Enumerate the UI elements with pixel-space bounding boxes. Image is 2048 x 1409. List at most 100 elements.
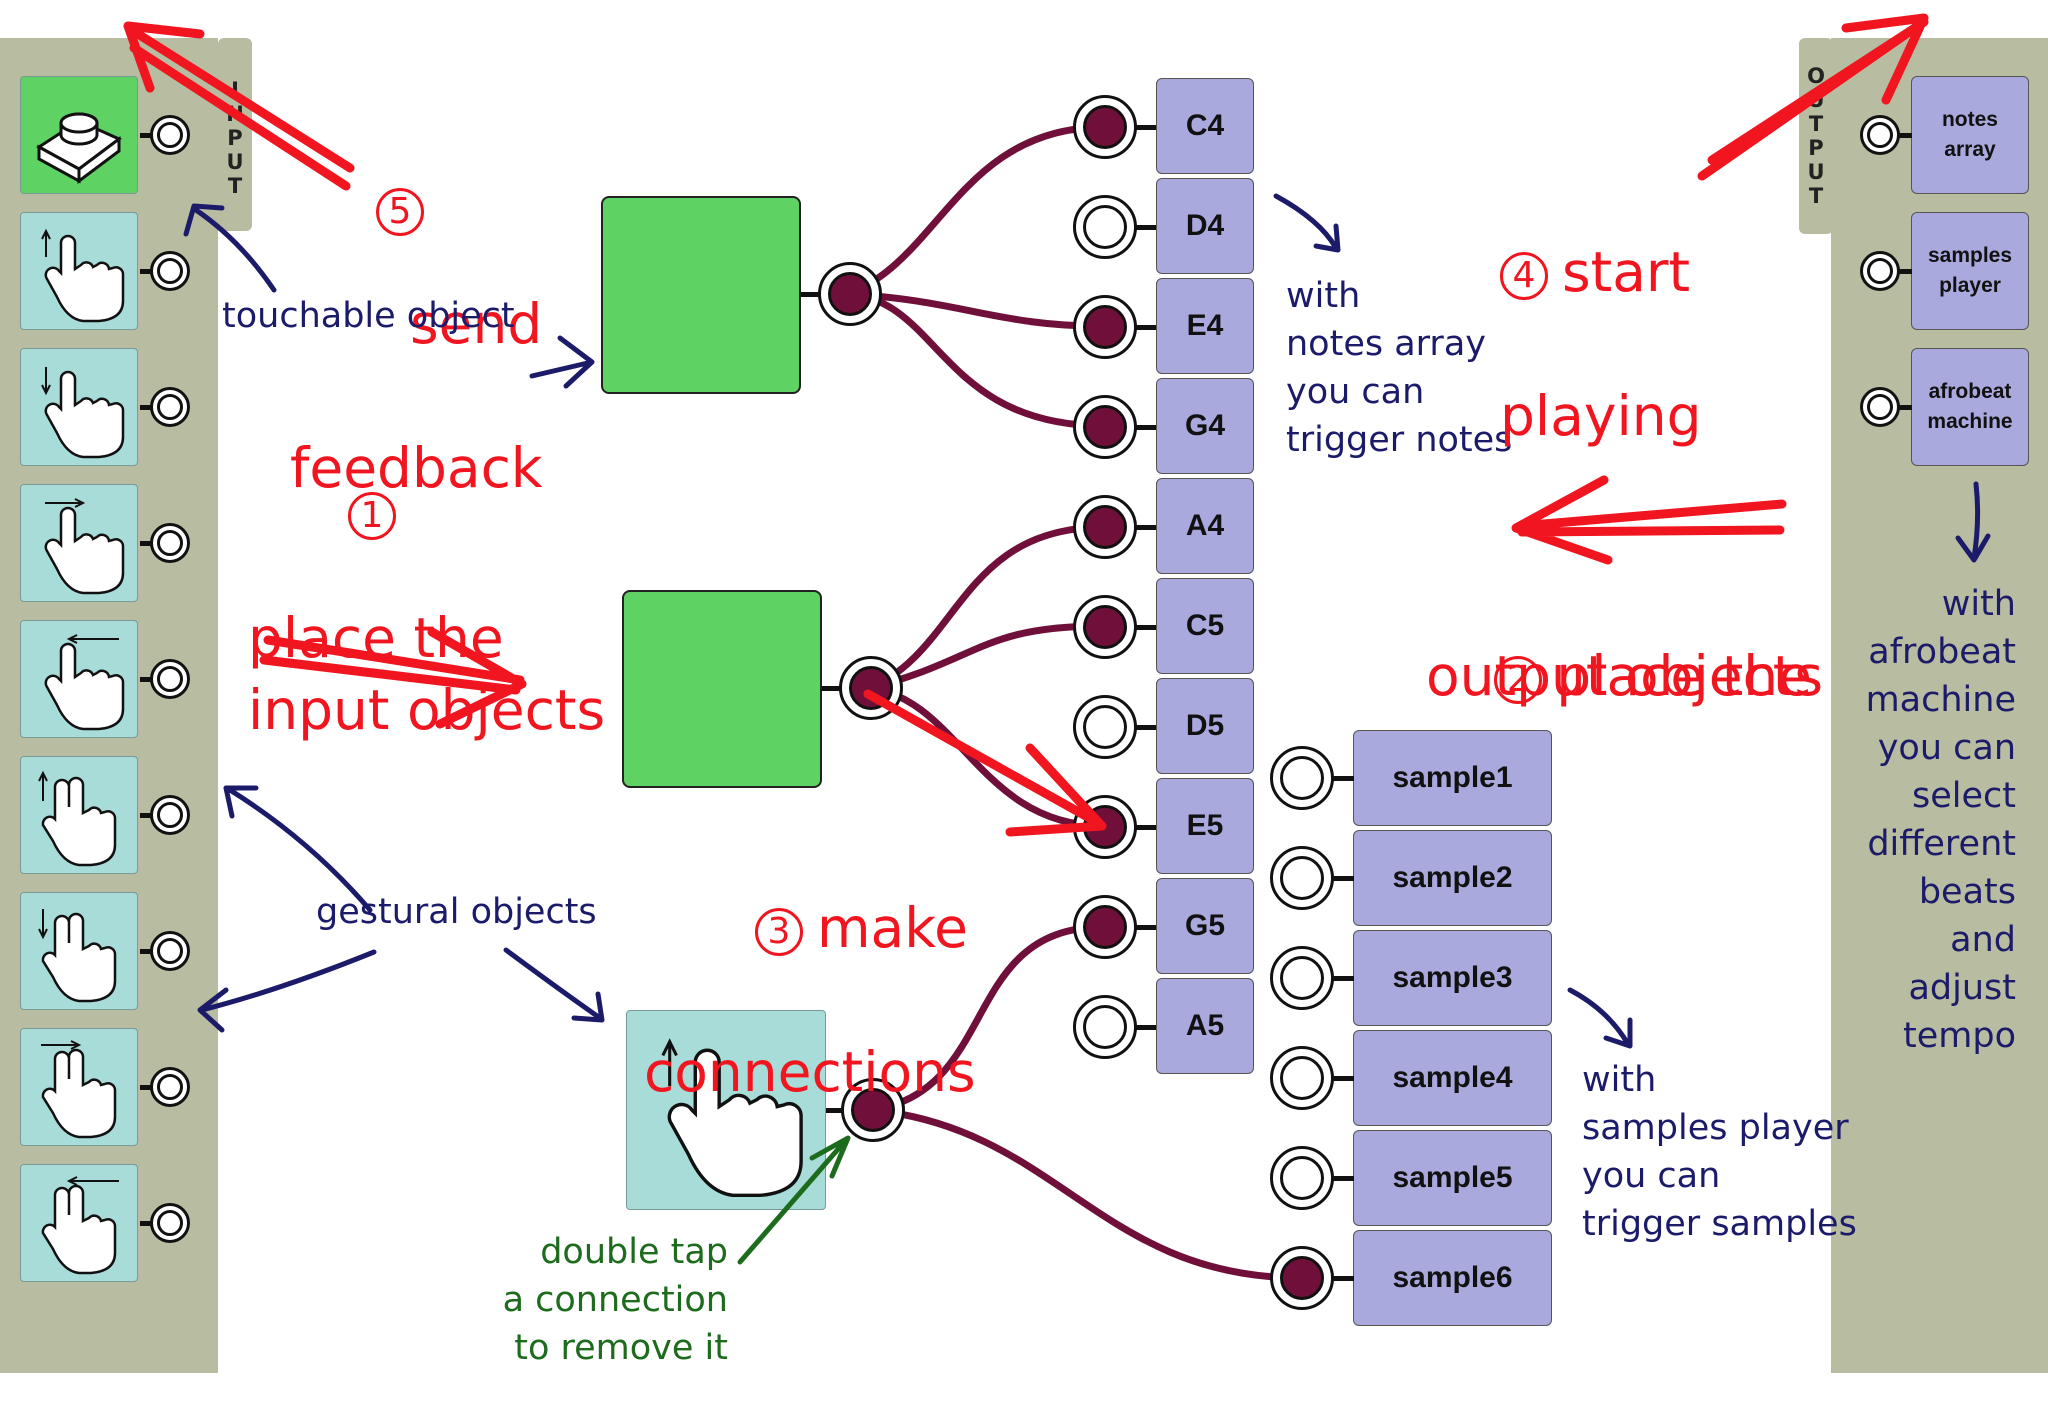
tab-letter: T (1808, 112, 1824, 136)
sample-input-port[interactable] (1270, 746, 1334, 810)
port-stub (140, 1221, 152, 1226)
note-key[interactable]: D5 (1156, 678, 1254, 774)
palette-notes-array[interactable]: notes array (1911, 76, 2029, 194)
wire (866, 622, 1108, 692)
swipe-up-two-fingers-icon (38, 770, 117, 867)
note-key[interactable]: G5 (1156, 878, 1254, 974)
input-port[interactable] (150, 931, 190, 971)
step4-line1: start (1562, 240, 1691, 304)
note-key[interactable]: D4 (1156, 178, 1254, 274)
gestural-object[interactable] (626, 1010, 826, 1210)
navy-arrow-gesture-up (223, 785, 373, 913)
note-key[interactable]: A4 (1156, 478, 1254, 574)
input-port[interactable] (150, 251, 190, 291)
sample-input-port[interactable] (1270, 846, 1334, 910)
sample-pad[interactable]: sample5 (1353, 1130, 1552, 1226)
port-stub (140, 133, 152, 138)
wire (844, 290, 1108, 330)
sample-pad[interactable]: sample2 (1353, 830, 1552, 926)
port-stub (1130, 825, 1156, 830)
swipe-up-one-finger-icon (661, 1038, 803, 1198)
note-key[interactable]: A5 (1156, 978, 1254, 1074)
note-input-port[interactable] (1073, 95, 1137, 159)
swipe-left-two-fingers-icon (41, 1176, 119, 1275)
note-key[interactable]: E4 (1156, 278, 1254, 374)
palette-afrobeat-machine[interactable]: afrobeat machine (1911, 348, 2029, 466)
note-input-port[interactable] (1073, 895, 1137, 959)
note-input-port[interactable] (1073, 595, 1137, 659)
note-input-port[interactable] (1073, 195, 1137, 259)
tab-letter: U (226, 150, 244, 174)
input-port[interactable] (150, 659, 190, 699)
wire (866, 523, 1108, 692)
palette-gesture-swipe-up-1[interactable] (20, 212, 138, 330)
swipe-down-two-fingers-icon (38, 909, 117, 1003)
palette-samples-player[interactable]: samples player (1911, 212, 2029, 330)
port-stub (826, 1108, 844, 1113)
output-port[interactable] (1860, 115, 1900, 155)
samples-player-hint: with samples player you can trigger samp… (1582, 1060, 1857, 1244)
object-output-port[interactable] (818, 262, 882, 326)
navy-arrow-gesture-object (503, 947, 605, 1023)
swipe-down-one-finger-icon (41, 367, 125, 459)
step-number: 4 (1500, 251, 1548, 300)
note-key[interactable]: G4 (1156, 378, 1254, 474)
wire (844, 123, 1108, 298)
sample-pad[interactable]: sample1 (1353, 730, 1552, 826)
port-stub (1130, 325, 1156, 330)
output-port[interactable] (1860, 251, 1900, 291)
palette-gesture-swipe-right-1[interactable] (20, 484, 138, 602)
note-input-port[interactable] (1073, 395, 1137, 459)
touchable-object-label: touchable object (222, 296, 515, 336)
sample-input-port[interactable] (1270, 1046, 1334, 1110)
sample-pad[interactable]: sample4 (1353, 1030, 1552, 1126)
sample-input-port[interactable] (1270, 946, 1334, 1010)
swipe-right-two-fingers-icon (41, 1040, 117, 1139)
note-input-port[interactable] (1073, 995, 1137, 1059)
port-stub (140, 405, 152, 410)
port-stub (801, 292, 819, 297)
port-stub (1130, 725, 1156, 730)
tab-letter: P (1808, 136, 1824, 160)
input-port[interactable] (150, 1067, 190, 1107)
tab-letter: T (227, 174, 243, 198)
input-port[interactable] (150, 795, 190, 835)
palette-gesture-swipe-left-1[interactable] (20, 620, 138, 738)
wire (866, 684, 1108, 830)
port-stub (1328, 876, 1354, 881)
touchable-object-2[interactable] (622, 590, 822, 788)
port-stub (1898, 405, 1912, 410)
input-port[interactable] (150, 115, 190, 155)
red-arrow-feedback (123, 21, 355, 191)
object-output-port[interactable] (841, 1078, 905, 1142)
sample-input-port[interactable] (1270, 1246, 1334, 1310)
note-key[interactable]: E5 (1156, 778, 1254, 874)
port-stub (1130, 1025, 1156, 1030)
wire (869, 923, 1108, 1114)
input-port[interactable] (150, 387, 190, 427)
note-key[interactable]: C5 (1156, 578, 1254, 674)
note-input-port[interactable] (1073, 695, 1137, 759)
input-port[interactable] (150, 1203, 190, 1243)
palette-gesture-swipe-down-1[interactable] (20, 348, 138, 466)
navy-arrow-gesture-down (197, 949, 377, 1033)
port-stub (140, 1085, 152, 1090)
port-stub (1130, 225, 1156, 230)
port-stub (1130, 625, 1156, 630)
note-key[interactable]: C4 (1156, 78, 1254, 174)
step5-line2: feedback (290, 436, 543, 500)
palette-touchable-button[interactable] (20, 76, 138, 194)
port-stub (140, 813, 152, 818)
palette-gesture-swipe-left-2[interactable] (20, 1164, 138, 1282)
tab-letter: T (1808, 184, 1824, 208)
sample-input-port[interactable] (1270, 1146, 1334, 1210)
touchable-object-1[interactable] (601, 196, 801, 394)
sample-pad[interactable]: sample6 (1353, 1230, 1552, 1326)
palette-gesture-swipe-right-2[interactable] (20, 1028, 138, 1146)
afrobeat-hint: with afrobeat machine you can select dif… (1865, 584, 2016, 1056)
step-number: 5 (376, 187, 424, 236)
note-input-port[interactable] (1073, 495, 1137, 559)
note-input-port[interactable] (1073, 295, 1137, 359)
palette-gesture-swipe-up-2[interactable] (20, 756, 138, 874)
palette-gesture-swipe-down-2[interactable] (20, 892, 138, 1010)
